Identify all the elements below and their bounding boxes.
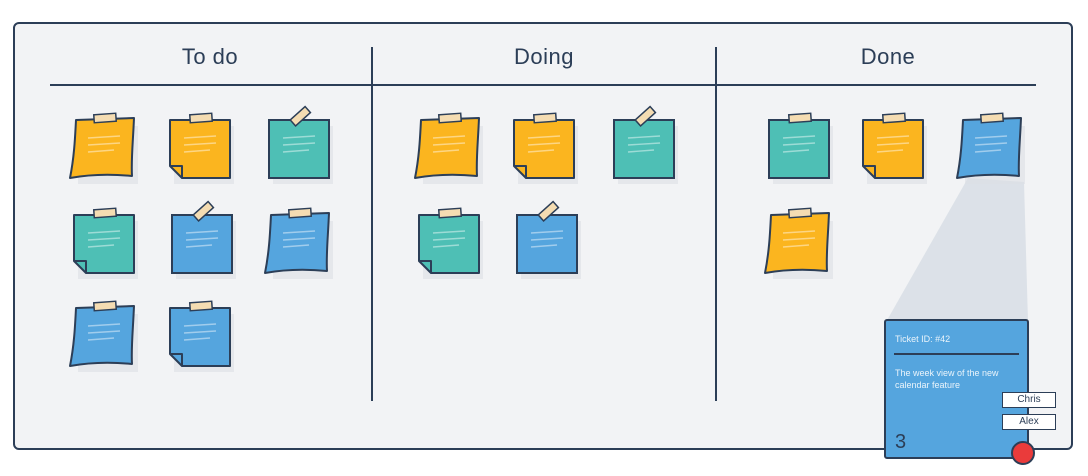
sticky-note[interactable] <box>166 200 238 279</box>
assignee-tag-alex[interactable]: Alex <box>1002 414 1056 430</box>
sticky-note[interactable] <box>263 207 335 279</box>
sticky-note[interactable] <box>608 105 680 184</box>
column-title-doing: Doing <box>514 44 574 69</box>
assignee-tag-chris[interactable]: Chris <box>1002 392 1056 408</box>
sticky-note[interactable] <box>164 300 236 372</box>
sticky-note[interactable] <box>68 112 140 184</box>
sticky-note[interactable] <box>511 200 583 279</box>
sticky-note[interactable] <box>955 112 1027 184</box>
story-points: 3 <box>895 431 907 453</box>
column-divider <box>371 47 373 401</box>
sticky-note[interactable] <box>413 207 485 279</box>
sticky-note[interactable] <box>857 112 929 184</box>
ticket-id: Ticket ID: #42 <box>895 334 951 344</box>
sticky-note[interactable] <box>763 207 835 279</box>
sticky-note[interactable] <box>263 105 335 184</box>
sticky-note[interactable] <box>763 112 835 184</box>
sticky-note[interactable] <box>413 112 485 184</box>
sticky-note[interactable] <box>508 112 580 184</box>
ticket-description: The week view of the new calendar featur… <box>895 368 999 390</box>
sticky-note[interactable] <box>68 300 140 372</box>
header-divider <box>50 84 1036 86</box>
status-dot[interactable] <box>1011 441 1035 465</box>
column-divider <box>715 47 717 401</box>
sticky-note[interactable] <box>164 112 236 184</box>
column-title-todo: To do <box>181 44 239 69</box>
sticky-note[interactable] <box>68 207 140 279</box>
ticket-divider <box>894 353 1019 355</box>
ticket-detail-card[interactable]: Ticket ID: #42 The week view of the new … <box>884 319 1056 465</box>
column-title-done: Done <box>860 44 916 69</box>
